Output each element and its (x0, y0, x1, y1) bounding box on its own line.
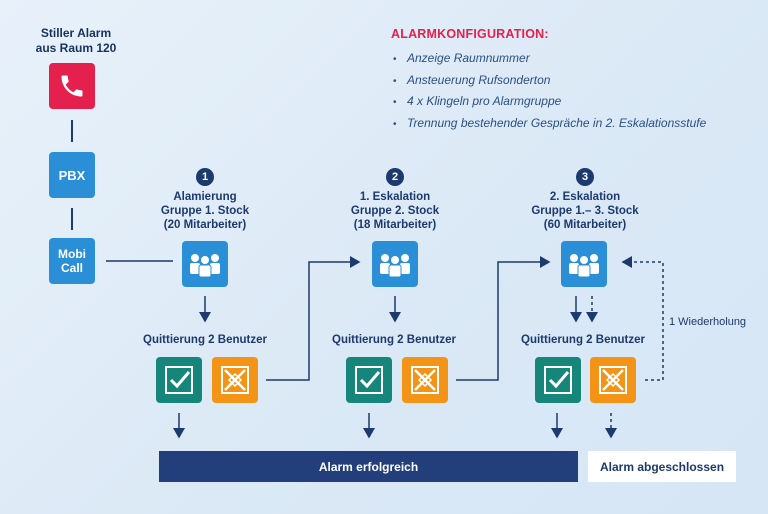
check-icon (346, 357, 392, 403)
group-icon (561, 241, 607, 287)
check-icon (535, 357, 581, 403)
alarm-success-label: Alarm erfolgreich (318, 459, 419, 474)
alarm-done-bar: Alarm abgeschlossen (588, 451, 736, 482)
step-number-3: 3 (576, 168, 594, 186)
mobicall-label-2: Call (60, 261, 83, 275)
config-item: •Trennung bestehender Gespräche in 2. Es… (393, 115, 707, 130)
cross-icon (590, 357, 636, 403)
cross-icon (402, 357, 448, 403)
config-item: •Ansteuerung Rufsonderton (393, 72, 551, 87)
step-number-2: 2 (386, 168, 404, 186)
quit-label-3: Quittierung 2 Benutzer (521, 334, 645, 346)
check-icon (156, 357, 202, 403)
repeat-label: 1 Wiederholung (669, 316, 747, 328)
alarm-success-bar: Alarm erfolgreich (159, 451, 578, 482)
config-title: ALARMKONFIGURATION: (391, 27, 549, 41)
config-item: •Anzeige Raumnummer (393, 51, 530, 65)
connector-line (71, 208, 73, 230)
alarm-source-title: Stiller Alarm aus Raum 120 (35, 26, 117, 55)
mobicall-box: Mobi Call (49, 238, 95, 284)
cross-icon (212, 357, 258, 403)
quit-label-2: Quittierung 2 Benutzer (332, 334, 456, 346)
pbx-label: PBX (58, 167, 86, 183)
mobicall-label-1: Mobi (58, 247, 86, 261)
connector-line (71, 120, 73, 142)
group-icon (372, 241, 418, 287)
group-icon (182, 241, 228, 287)
step-number-1: 1 (196, 168, 214, 186)
phone-icon (49, 63, 95, 109)
config-item: •4 x Klingeln pro Alarmgruppe (393, 94, 562, 108)
pbx-box: PBX (49, 152, 95, 198)
alarm-done-label: Alarm abgeschlossen (599, 459, 725, 474)
quit-label-1: Quittierung 2 Benutzer (143, 334, 267, 346)
config-list: •Anzeige Raumnummer •Ansteuerung Rufsond… (393, 48, 706, 134)
